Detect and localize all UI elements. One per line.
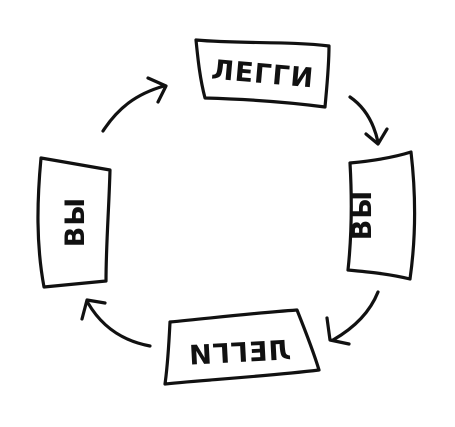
arrow-left-to-top: [101, 76, 168, 133]
arrow-bottom-to-left: [80, 298, 152, 348]
card-left-label: ВЫ: [60, 197, 91, 248]
arrow-top-to-right: [348, 95, 389, 146]
card-top: ЛЕГГИ: [194, 38, 331, 109]
card-right: ВЫ: [346, 150, 417, 281]
card-bottom: ЛЕГГИ: [163, 308, 321, 386]
arrow-right-to-bottom: [325, 290, 380, 346]
card-left: ВЫ: [36, 156, 112, 289]
card-right-label: ВЫ: [347, 190, 378, 241]
card-bottom-label: ЛЕГГИ: [187, 335, 291, 371]
